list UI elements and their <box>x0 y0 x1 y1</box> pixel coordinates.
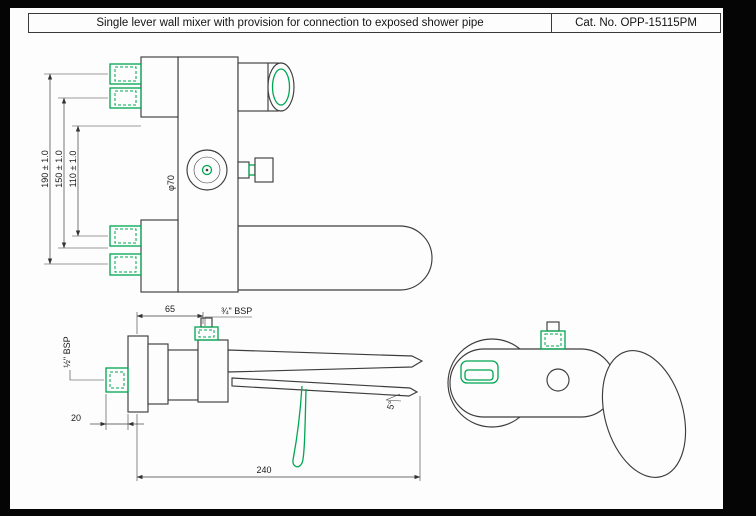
dim-65-label: 65 <box>165 304 175 314</box>
bsp-34-label: ¾" BSP <box>221 306 252 316</box>
wall-connector-1 <box>109 63 142 85</box>
valve-body-rear <box>167 349 199 401</box>
inlet-block-top <box>140 56 179 118</box>
check-valve-body <box>254 157 274 183</box>
front-elevation-dimensions: 190 ± 1.0 150 ± 1.0 110 ± 1.0 φ70 <box>40 73 176 265</box>
top-pipe-fitting <box>540 321 566 350</box>
diverter-cap-seal <box>271 68 291 106</box>
dim-150-label: 150 ± 1.0 <box>54 150 64 187</box>
wall-flange-plate <box>127 335 149 413</box>
inlet-connector-side <box>105 367 129 393</box>
spout-outline <box>237 225 433 291</box>
dia-70-label: φ70 <box>166 175 176 191</box>
wall-connector-3 <box>109 225 142 247</box>
bsp-12-label: ½" BSP <box>62 336 72 367</box>
shower-outlet-fitting <box>194 317 219 341</box>
handle-profile <box>231 377 419 397</box>
front-view <box>447 321 687 478</box>
dim-20-label: 20 <box>71 413 81 423</box>
angle-5-label: 5° <box>385 399 397 410</box>
waterfall-outlet <box>460 360 499 384</box>
valve-body-front <box>197 339 229 403</box>
side-view: 65 ¾" BSP ½" BSP 20 240 5° <box>62 304 424 481</box>
check-valve-seal <box>248 164 256 176</box>
lever-handle <box>601 350 687 478</box>
catalog-number: Cat. No. OPP-15115PM <box>551 14 720 32</box>
wall-connector-4 <box>109 253 142 276</box>
drawing-title: Single lever wall mixer with provision f… <box>96 17 484 29</box>
cartridge-circle-outer <box>186 149 228 191</box>
inlet-block-bottom <box>140 219 179 293</box>
side-view-dimensions: 65 ¾" BSP ½" BSP 20 240 5° <box>62 304 421 481</box>
wall-connector-2 <box>109 87 142 109</box>
front-elevation-view: 190 ± 1.0 150 ± 1.0 110 ± 1.0 φ70 <box>40 56 433 293</box>
cartridge-center-dot <box>205 168 209 172</box>
title-block: Single lever wall mixer with provision f… <box>28 13 721 33</box>
dim-110-label: 110 ± 1.0 <box>68 151 78 188</box>
wall-flange-cover <box>147 343 169 405</box>
cartridge-circle-inner <box>201 164 213 176</box>
dim-240-label: 240 <box>256 465 271 475</box>
shower-pipe-drop <box>292 385 307 468</box>
cartridge-circle-mid <box>193 156 221 184</box>
temperature-ring <box>546 368 570 392</box>
spout-profile <box>227 349 424 373</box>
dim-190-label: 190 ± 1.0 <box>40 150 50 187</box>
check-valve-neck <box>237 161 250 179</box>
